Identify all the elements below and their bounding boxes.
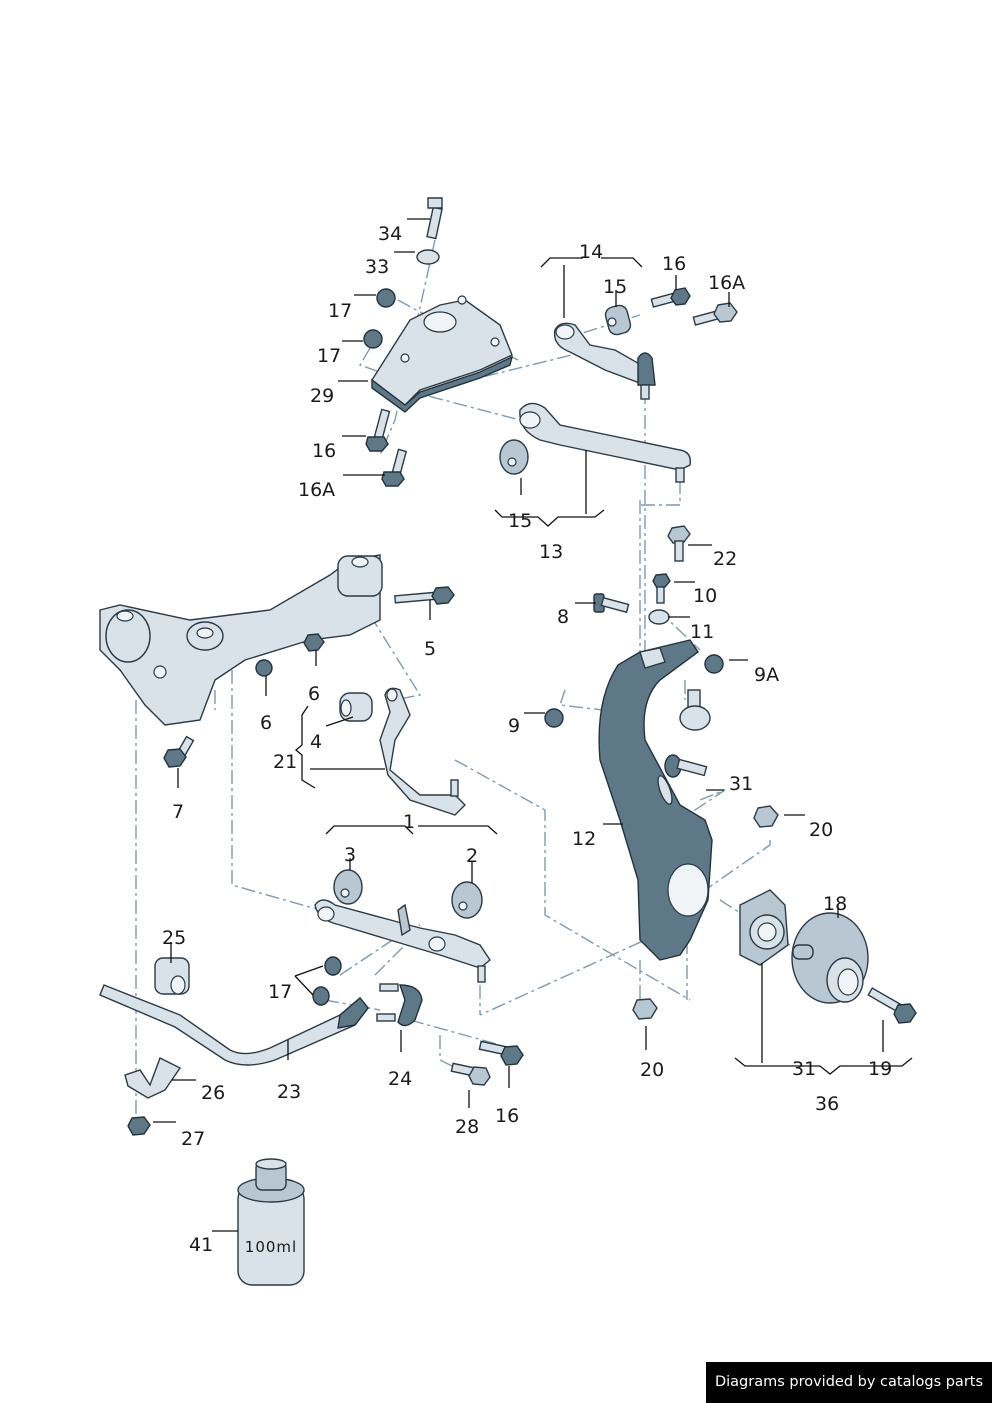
callout-27[interactable]: 27 — [181, 1128, 205, 1150]
bushing-15-upper[interactable] — [604, 304, 632, 337]
bushing-15-lower[interactable] — [499, 439, 529, 475]
callout-17[interactable]: 17 — [317, 345, 341, 367]
wheel-knuckle-12[interactable] — [598, 639, 713, 961]
callout-11[interactable]: 11 — [690, 621, 714, 643]
bolt-16-lower[interactable] — [478, 1040, 524, 1066]
bolt-31[interactable] — [664, 754, 708, 778]
nut-17-lower-b[interactable] — [312, 986, 330, 1006]
callout-15[interactable]: 15 — [508, 510, 532, 532]
callout-25[interactable]: 25 — [162, 927, 186, 949]
washer-33[interactable] — [416, 249, 440, 265]
clamp-26[interactable] — [124, 1057, 182, 1099]
callout-34[interactable]: 34 — [378, 223, 402, 245]
bolt-5[interactable] — [394, 586, 455, 605]
control-arm-21[interactable] — [379, 687, 466, 816]
callout-16A[interactable]: 16A — [708, 272, 745, 294]
callout-9A[interactable]: 9A — [754, 664, 779, 686]
control-arm-13[interactable] — [519, 402, 691, 483]
nut-6-left[interactable] — [255, 659, 273, 677]
bolt-8[interactable] — [593, 593, 630, 614]
callout-16[interactable]: 16 — [495, 1105, 519, 1127]
leader-lines — [153, 218, 913, 1232]
callout-14[interactable]: 14 — [579, 241, 603, 263]
callout-20[interactable]: 20 — [809, 819, 833, 841]
callout-17[interactable]: 17 — [328, 300, 352, 322]
ball-joint[interactable] — [679, 689, 711, 731]
nut-27[interactable] — [127, 1116, 151, 1136]
bolt-22[interactable] — [667, 525, 691, 562]
callout-2[interactable]: 2 — [466, 845, 478, 867]
callout-18[interactable]: 18 — [823, 893, 847, 915]
callout-1[interactable]: 1 — [403, 811, 415, 833]
callout-4[interactable]: 4 — [310, 731, 322, 753]
callout-28[interactable]: 28 — [455, 1116, 479, 1138]
callout-26[interactable]: 26 — [201, 1082, 225, 1104]
callout-12[interactable]: 12 — [572, 828, 596, 850]
callout-10[interactable]: 10 — [693, 585, 717, 607]
callout-7[interactable]: 7 — [172, 801, 184, 823]
callout-3[interactable]: 3 — [344, 844, 356, 866]
nut-17-lower[interactable] — [363, 329, 383, 349]
callout-15[interactable]: 15 — [603, 276, 627, 298]
callout-9[interactable]: 9 — [508, 715, 520, 737]
coupling-link-24[interactable] — [376, 983, 423, 1027]
callout-13[interactable]: 13 — [539, 541, 563, 563]
bushing-4[interactable] — [339, 692, 373, 722]
callout-23[interactable]: 23 — [277, 1081, 301, 1103]
callout-31[interactable]: 31 — [729, 773, 753, 795]
bolt-28[interactable] — [450, 1062, 491, 1086]
callout-41[interactable]: 41 — [189, 1234, 213, 1256]
grease-bottle-41[interactable]: 100ml — [237, 1158, 305, 1286]
washer-11[interactable] — [648, 609, 670, 625]
bolt-16-right[interactable] — [650, 287, 691, 308]
stabilizer-bar-23[interactable] — [99, 984, 369, 1066]
callout-16A[interactable]: 16A — [298, 479, 335, 501]
callout-24[interactable]: 24 — [388, 1068, 412, 1090]
control-arm-14[interactable] — [553, 322, 656, 400]
callout-6[interactable]: 6 — [308, 683, 320, 705]
credit-text: Diagrams provided by catalogs parts — [714, 1374, 984, 1390]
bushing-3[interactable] — [333, 869, 363, 905]
bolt-16A-right[interactable] — [692, 302, 738, 326]
callout-19[interactable]: 19 — [868, 1058, 892, 1080]
callout-6[interactable]: 6 — [260, 712, 272, 734]
callout-20[interactable]: 20 — [640, 1059, 664, 1081]
stabilizer-bushing-25[interactable] — [154, 957, 190, 995]
nut-20-upper[interactable] — [753, 805, 779, 828]
bolt-19[interactable] — [867, 987, 917, 1024]
callout-5[interactable]: 5 — [424, 638, 436, 660]
nut-6-right[interactable] — [303, 633, 325, 652]
bracket-29[interactable] — [371, 295, 514, 413]
callout-33[interactable]: 33 — [365, 256, 389, 278]
nut-20-lower[interactable] — [632, 998, 658, 1020]
callout-29[interactable]: 29 — [310, 385, 334, 407]
callout-labels: 34 33 17 17 29 16 16A 14 15 16 16A 15 13… — [162, 223, 892, 1256]
callout-22[interactable]: 22 — [713, 548, 737, 570]
bolt-34[interactable] — [426, 197, 443, 240]
control-arm-1[interactable] — [314, 899, 491, 983]
wheel-bearing-31[interactable] — [739, 889, 789, 966]
bolt-10[interactable] — [652, 573, 671, 604]
callout-31[interactable]: 31 — [792, 1058, 816, 1080]
bushing-2[interactable] — [451, 881, 483, 919]
wheel-hub-18[interactable] — [791, 912, 869, 1004]
nut-9[interactable] — [544, 708, 564, 728]
callout-16[interactable]: 16 — [662, 253, 686, 275]
callout-8[interactable]: 8 — [557, 606, 569, 628]
nut-17-upper[interactable] — [376, 288, 396, 308]
bolt-7[interactable] — [163, 735, 195, 768]
assembly-lines — [135, 239, 791, 1120]
nut-9A[interactable] — [704, 654, 724, 674]
callout-36[interactable]: 36 — [815, 1093, 839, 1115]
subframe[interactable] — [99, 554, 383, 726]
credit-badge: Diagrams provided by catalogs parts — [706, 1362, 992, 1403]
callout-16[interactable]: 16 — [312, 440, 336, 462]
bottle-label: 100ml — [245, 1238, 297, 1256]
bolt-16A-left[interactable] — [381, 448, 408, 487]
callout-17[interactable]: 17 — [268, 981, 292, 1003]
nut-17-lower-a[interactable] — [324, 956, 342, 976]
callout-21[interactable]: 21 — [273, 751, 297, 773]
bolt-16-left[interactable] — [365, 408, 391, 452]
